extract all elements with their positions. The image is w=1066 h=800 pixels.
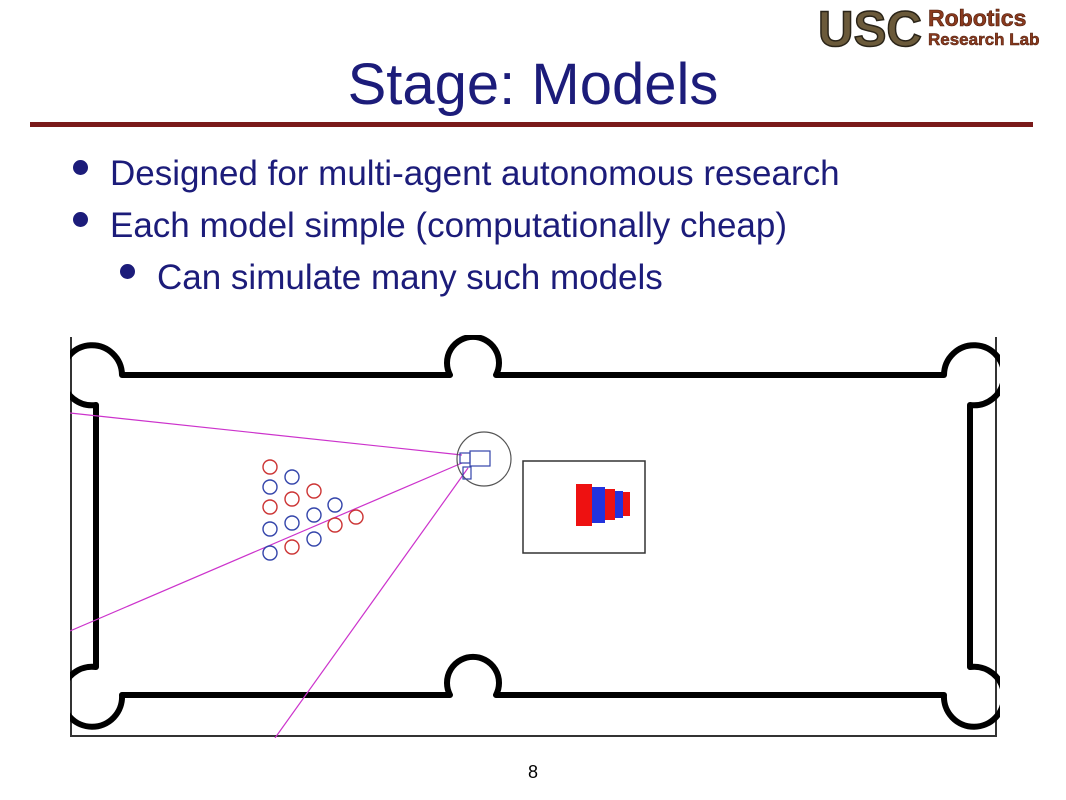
camera-view-panel	[522, 460, 646, 554]
logo-research-lab-text: Research Lab	[928, 30, 1040, 49]
logo-usc-text: USC	[818, 2, 922, 52]
title-divider	[30, 122, 1033, 127]
sub-bullet-dot	[120, 264, 135, 279]
robot-model	[456, 431, 512, 487]
usc-robotics-logo: USC Robotics Research Lab	[816, 2, 1042, 52]
logo-robotics-text: Robotics	[928, 5, 1026, 31]
slide-title: Stage: Models	[347, 52, 719, 117]
pool-table-outline	[70, 335, 1000, 730]
bullet-item: Each model simple (computationally cheap…	[110, 206, 787, 245]
bullet-item: Designed for multi-agent autonomous rese…	[110, 154, 840, 193]
stage-simulation-image	[70, 335, 1000, 738]
sub-bullet-item: Can simulate many such models	[157, 258, 663, 297]
page-number: 8	[527, 762, 538, 782]
bullet-dot	[73, 212, 88, 227]
billiard-balls	[262, 459, 364, 561]
bullet-dot	[73, 160, 88, 175]
